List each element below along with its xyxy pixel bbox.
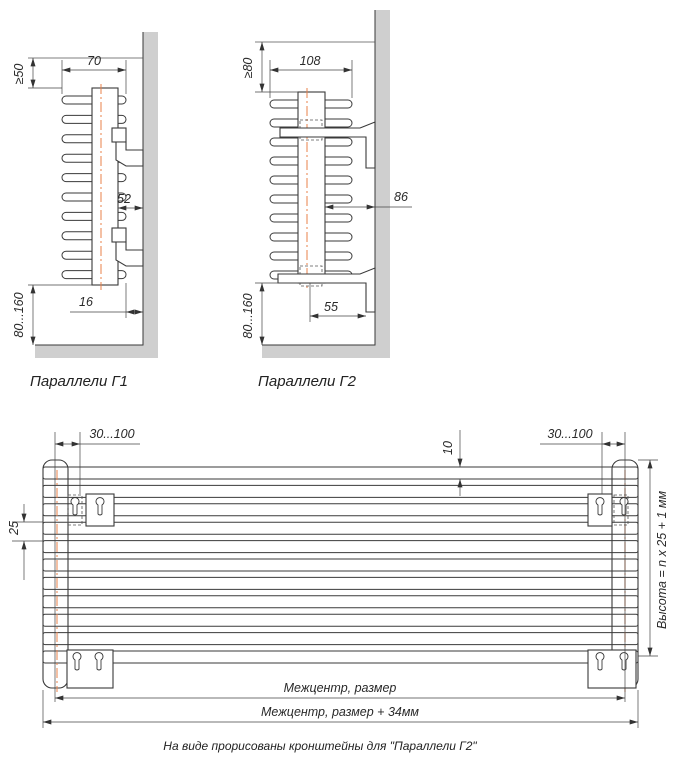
tube: [42, 540, 639, 554]
tube: [42, 576, 639, 590]
bracket-top-g1: [111, 127, 144, 167]
caption: На виде прорисованы кронштейны для "Пара…: [163, 739, 477, 753]
bracket-clamp-top-left: [67, 494, 83, 526]
title-g2: Параллели Г2: [258, 373, 357, 390]
tube: [42, 595, 639, 609]
tube: [42, 650, 639, 664]
dim-label-wall-g1: 16: [79, 295, 93, 309]
keyhole-icon: [595, 497, 605, 516]
tube: [42, 484, 639, 498]
wall-edge-g1: [35, 32, 144, 346]
dimension-wall-g1: 16: [70, 283, 144, 318]
keyhole-icon: [595, 652, 605, 671]
dim-label-wall-g2: 55: [324, 300, 338, 314]
dim-label-offset-left: 30...100: [89, 427, 134, 441]
tube: [42, 558, 639, 572]
dim-label-center-distance: Межцентр, размер: [284, 681, 397, 695]
dimension-pitch: 25: [7, 504, 43, 580]
dim-label-width-g2: 108: [300, 54, 321, 68]
dimension-bracket-g1: 52: [117, 192, 144, 211]
dimension-tube: 10: [441, 430, 463, 496]
dimension-offset-right: 30...100: [540, 427, 626, 702]
dimension-width-g1: 70: [61, 54, 127, 94]
brackets-front: [66, 493, 637, 689]
side-view-g1: 70 ≥50 52 16 80...160 Параллели Г1: [12, 32, 158, 390]
dim-label-width-g1: 70: [87, 54, 101, 68]
dim-label-bracket-g1: 52: [117, 192, 131, 206]
tube: [42, 466, 639, 480]
dimension-height: Высота = n x 25 + 1 мм: [638, 459, 669, 657]
keyhole-icon: [72, 652, 82, 671]
collector-g1: [91, 87, 119, 286]
dimension-bracket-g2: 86: [325, 190, 412, 210]
dimension-floor-g2: 80...160: [241, 282, 298, 345]
dimension-offset-left: 30...100: [54, 427, 140, 702]
bracket-bottom-g1: [111, 227, 144, 267]
collector-left: [42, 459, 69, 689]
bracket-bottom-right: [587, 649, 637, 689]
dim-label-total: Межцентр, размер + 34мм: [261, 705, 419, 719]
title-g1: Параллели Г1: [30, 373, 128, 390]
dim-label-bracket-g2: 86: [394, 190, 408, 204]
bracket-top-g2: [279, 119, 376, 169]
keyhole-icon: [619, 652, 629, 671]
dim-label-floor-g1: 80...160: [12, 292, 26, 337]
wall-g1: [35, 32, 158, 358]
tube: [42, 521, 639, 535]
dim-label-offset-right: 30...100: [547, 427, 592, 441]
dim-label-pitch: 25: [7, 521, 21, 536]
keyhole-icon: [95, 497, 105, 516]
keyhole-icon: [619, 497, 629, 516]
collector-g2: [297, 91, 326, 284]
bracket-clamp-top-right: [613, 494, 629, 526]
dimension-floor-g1: 80...160: [12, 284, 92, 345]
dimension-wall-g2: 55: [309, 283, 366, 322]
dimension-width-g2: 108: [269, 54, 353, 98]
side-view-g2: 108 ≥80 86 55 80...160 Параллели Г2: [241, 10, 412, 390]
keyhole-icon: [94, 652, 104, 671]
dim-label-top-g1: ≥50: [12, 64, 26, 85]
tube: [42, 613, 639, 627]
dim-label-top-g2: ≥80: [241, 58, 255, 79]
dimension-top-g2: ≥80: [241, 42, 298, 93]
dim-label-height: Высота = n x 25 + 1 мм: [655, 491, 669, 629]
dim-label-tube: 10: [441, 441, 455, 455]
dimension-center-distance: Межцентр, размер: [55, 681, 626, 701]
dimension-top-g1: ≥50: [12, 58, 62, 89]
dim-label-floor-g2: 80...160: [241, 293, 255, 338]
front-view: 30...100 30...100 10 25 В: [7, 427, 669, 753]
tubes-front: [42, 466, 639, 664]
wall-g2: [262, 10, 390, 358]
dimension-total: Межцентр, размер + 34мм: [42, 690, 639, 728]
tube: [42, 503, 639, 517]
keyhole-icon: [70, 497, 80, 516]
tube: [42, 632, 639, 646]
